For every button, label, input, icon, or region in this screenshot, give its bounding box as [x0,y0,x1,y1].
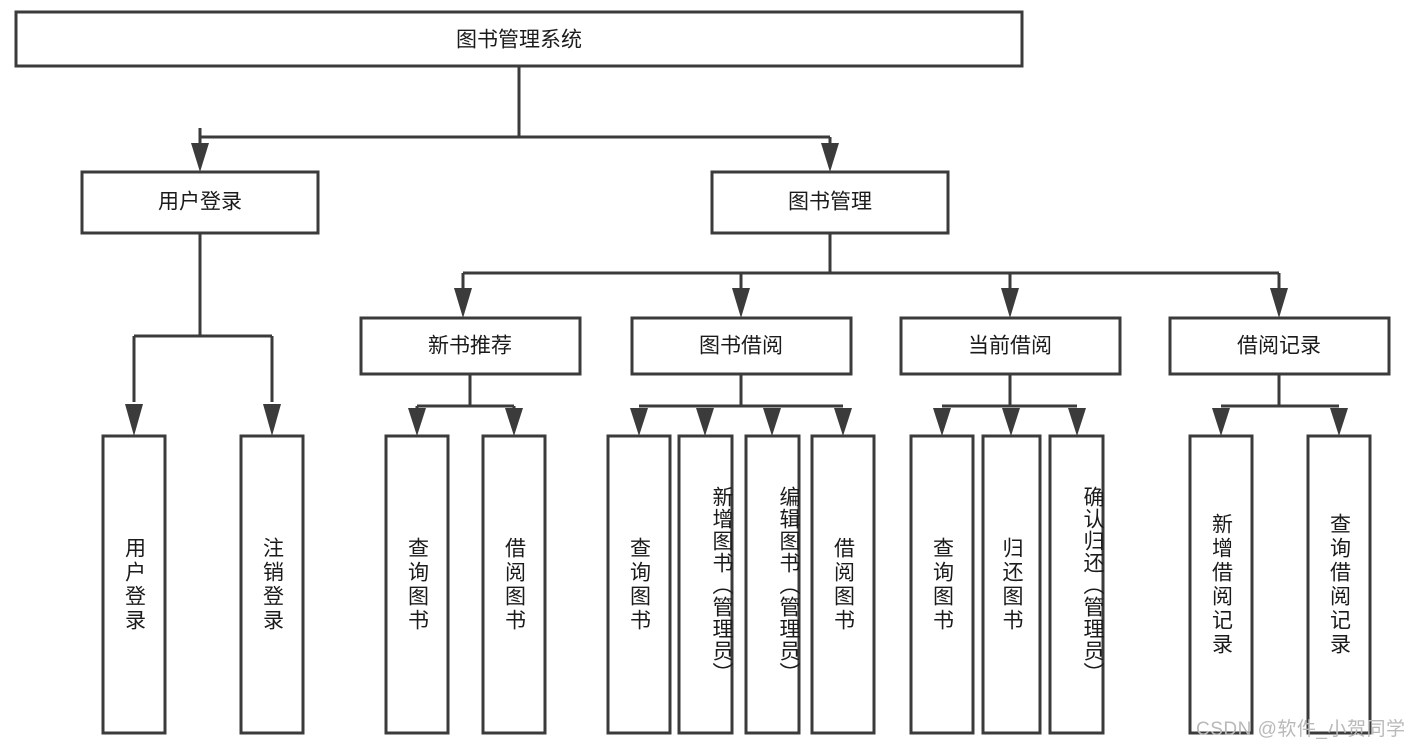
node-book-manage-box[interactable] [710,170,950,235]
connector-group-current-borrow [933,374,1086,436]
csdn-watermark: CSDN @软件_小贺同学 [1196,719,1405,740]
node-book-manage[interactable]: 图书管理 [710,170,950,235]
node-borrow-record[interactable]: 借阅记录 [1168,316,1391,376]
node-current-borrow[interactable]: 当前借阅 [899,316,1122,376]
arrow-head-leaf-user-login [125,404,143,436]
node-user-login-box[interactable] [80,170,320,235]
arrow-head-leaf-logout-login [263,404,281,436]
arrow-head-leaf-return-book [1002,408,1020,436]
arrow-head-leaf-borrow-book-rec [505,408,523,436]
arrow-head-leaf-query-book-current [933,408,951,436]
leaf-box-query-book-rec[interactable] [384,434,450,735]
node-new-book-rec[interactable]: 新书推荐 [359,316,582,376]
node-borrow-record-box[interactable] [1168,316,1391,376]
connector-group-book-borrow [630,374,852,436]
arrow-head-book-borrow [732,288,750,318]
node-root[interactable]: 图书管理系统 [14,10,1024,68]
arrow-head-leaf-add-book [696,408,714,436]
leaf-box-query-book-current[interactable] [909,434,975,735]
node-new-book-rec-box[interactable] [359,316,582,376]
node-book-borrow-box[interactable] [630,316,853,376]
arrow-head-leaf-add-borrow-record [1212,408,1230,436]
connector-group-user-login [125,233,281,436]
leaf-box-add-borrow-record[interactable] [1188,434,1254,735]
node-user-login[interactable]: 用户登录 [80,170,320,235]
leaf-box-add-book[interactable] [677,434,734,735]
node-book-borrow[interactable]: 图书借阅 [630,316,853,376]
arrow-head-leaf-query-book-borrow [630,408,648,436]
arrow-head-leaf-confirm-return [1068,408,1086,436]
leaf-box-edit-book[interactable] [744,434,801,735]
connector-group-borrow-record [1212,374,1348,436]
arrow-head-leaf-edit-book [763,408,781,436]
node-root-label: 图书管理系统 [456,29,582,52]
arrow-head-leaf-borrow-book [834,408,852,436]
leaf-box-borrow-book[interactable] [810,434,876,735]
node-root-box[interactable] [14,10,1024,68]
arrow-head-borrow-record [1270,288,1288,318]
node-book-manage-label: 图书管理 [788,191,872,214]
node-book-borrow-label: 图书借阅 [699,335,783,358]
arrow-head-leaf-query-book-rec [408,408,426,436]
node-user-login-label: 用户登录 [158,191,242,214]
arrow-head-leaf-query-borrow-record [1330,408,1348,436]
node-current-borrow-label: 当前借阅 [968,335,1052,358]
leaf-box-borrow-book-rec[interactable] [481,434,547,735]
node-current-borrow-box[interactable] [899,316,1122,376]
leaf-box-confirm-return[interactable] [1048,434,1105,735]
leaf-box-query-book-borrow[interactable] [606,434,672,735]
leaf-boxes [101,434,1372,735]
node-new-book-rec-label: 新书推荐 [428,335,512,358]
arrow-head-book-manage [821,143,839,172]
connector-group-new-book-rec [408,374,523,436]
arrow-head-current-borrow [1001,288,1019,318]
node-borrow-record-label: 借阅记录 [1237,335,1321,358]
arrow-head-new-book-rec [454,288,472,318]
leaf-box-logout-login[interactable] [239,434,305,735]
leaf-box-query-borrow-record[interactable] [1306,434,1372,735]
leaf-box-return-book[interactable] [981,434,1042,735]
arrow-head-user-login [191,143,209,172]
leaf-box-user-login[interactable] [101,434,167,735]
connector-group-root [191,66,839,172]
connector-group-book-manage [454,233,1288,318]
